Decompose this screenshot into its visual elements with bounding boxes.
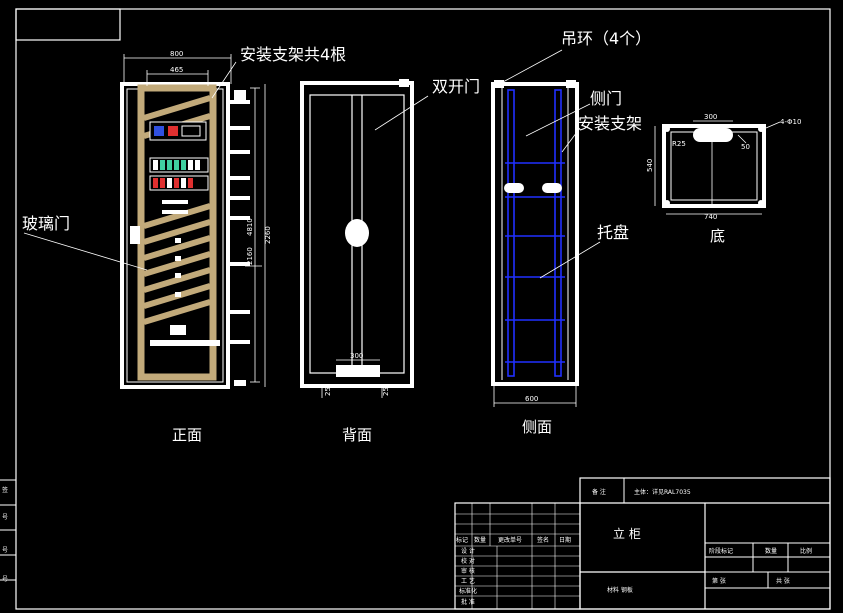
material-note: 材料 钢板 [607, 586, 633, 594]
left-margin-cells: 签 号 号 号 [0, 479, 16, 583]
dim-back-left: 25 [324, 387, 332, 396]
sheet-no: 第 张 [712, 577, 726, 585]
side-view: 600 吊环（4个） 侧门 安装支架 托盘 侧面 [491, 29, 651, 436]
role-approve: 批 准 [461, 598, 475, 606]
title-back-view: 背面 [342, 426, 372, 444]
sheet-total: 共 张 [776, 577, 790, 585]
bottom-cable-hole [693, 128, 733, 142]
rev-header-change: 更改单号 [498, 536, 522, 544]
stage-header-mark: 阶段标记 [709, 547, 733, 555]
dim-front-total: 2260 [264, 226, 272, 244]
dim-bottom-left: 540 [646, 159, 654, 172]
dim-front-h2: 4810 [246, 218, 254, 236]
title-side-view: 侧面 [522, 418, 552, 436]
left-mark-1: 签 [2, 486, 8, 494]
drawing-name: 立 柜 [613, 526, 641, 541]
stage-header-scale: 比例 [800, 547, 812, 555]
bottom-dimension-lines [654, 120, 781, 215]
rev-header-date: 日期 [559, 536, 571, 544]
bottom-outline [662, 124, 766, 208]
side-cabinet-outline [491, 82, 579, 386]
dim-front-inner: 465 [170, 66, 183, 74]
role-standard: 标准化 [459, 587, 477, 595]
label-install-bracket: 安装支架 [578, 114, 642, 133]
dim-bottom-width: 740 [704, 213, 717, 221]
front-cabinet-outline [120, 82, 230, 389]
dim-front-width: 800 [170, 50, 183, 58]
dim-bottom-r: R25 [672, 140, 686, 148]
label-double-door: 双开门 [432, 77, 480, 96]
label-glass-door: 玻璃门 [22, 214, 70, 233]
dim-bottom-50: 50 [741, 143, 750, 151]
install-bracket-frame [137, 84, 217, 381]
dim-bottom-hole: 4-Φ10 [780, 118, 801, 126]
color-note: 主体：详见RAL7035 [634, 488, 691, 496]
role-review: 审 核 [461, 567, 475, 575]
left-mark-3: 号 [2, 547, 8, 554]
note-label: 备 注 [592, 488, 606, 496]
lifting-ring-leader [502, 49, 563, 83]
dim-front-h1: 2160 [246, 247, 254, 265]
double-door-leader [374, 95, 429, 131]
front-door-handle [130, 226, 140, 244]
role-process: 工 艺 [461, 577, 475, 585]
left-mark-2: 号 [2, 514, 8, 521]
breaker-row [149, 157, 209, 191]
front-dimension-lines [123, 54, 266, 387]
label-side-door: 侧门 [590, 89, 622, 108]
role-check: 校 对 [461, 557, 475, 565]
dim-bottom-top: 300 [704, 113, 717, 121]
label-install-brackets: 安装支架共4根 [240, 45, 346, 64]
label-tray: 托盘 [597, 223, 629, 242]
title-bottom-view: 底 [710, 227, 725, 245]
dim-back-bottom: 300 [350, 352, 363, 360]
front-view: 800 465 2160 4810 2260 安装支架共4根 玻璃门 正面 [22, 45, 346, 444]
back-dimension-lines [321, 359, 383, 398]
label-lifting-ring: 吊环（4个） [561, 29, 651, 48]
top-left-code-box [15, 8, 121, 41]
side-dimension-lines [493, 386, 577, 407]
bottom-view: 300 4-Φ10 540 740 R25 50 底 [646, 113, 801, 245]
back-view: 300 25 25 双开门 背面 [300, 77, 480, 444]
side-bracket-leader [561, 127, 581, 153]
left-mark-4: 号 [2, 576, 8, 583]
tray-leader [539, 241, 601, 279]
install-bracket-diagonals [143, 95, 211, 325]
small-components [150, 200, 220, 346]
rev-header-mark: 标记 [456, 536, 468, 544]
role-design: 设 计 [461, 547, 475, 555]
side-handle-right [542, 183, 562, 193]
bracket-leader [211, 61, 237, 99]
back-door-lock [345, 219, 369, 247]
dim-side-width: 600 [525, 395, 538, 403]
drawing-frame [15, 8, 831, 610]
back-cabinet-outline [300, 81, 414, 388]
meter-3 [181, 125, 201, 137]
meter-1 [154, 126, 164, 136]
side-door-leader [525, 103, 591, 137]
title-front-view: 正面 [172, 426, 202, 444]
dim-back-right: 25 [382, 387, 390, 396]
rev-header-qty: 数量 [474, 536, 486, 544]
side-trays [505, 89, 565, 377]
front-bracket-tabs [228, 90, 250, 386]
glass-door-leader [23, 232, 148, 271]
rev-header-sign: 签名 [537, 536, 549, 544]
stage-header-qty: 数量 [765, 547, 777, 555]
meter-2 [168, 126, 178, 136]
title-block: 标记 数量 更改单号 签名 日期 设 计 校 对 审 核 工 艺 标准化 批 准… [454, 477, 831, 610]
side-handle-left [504, 183, 524, 193]
